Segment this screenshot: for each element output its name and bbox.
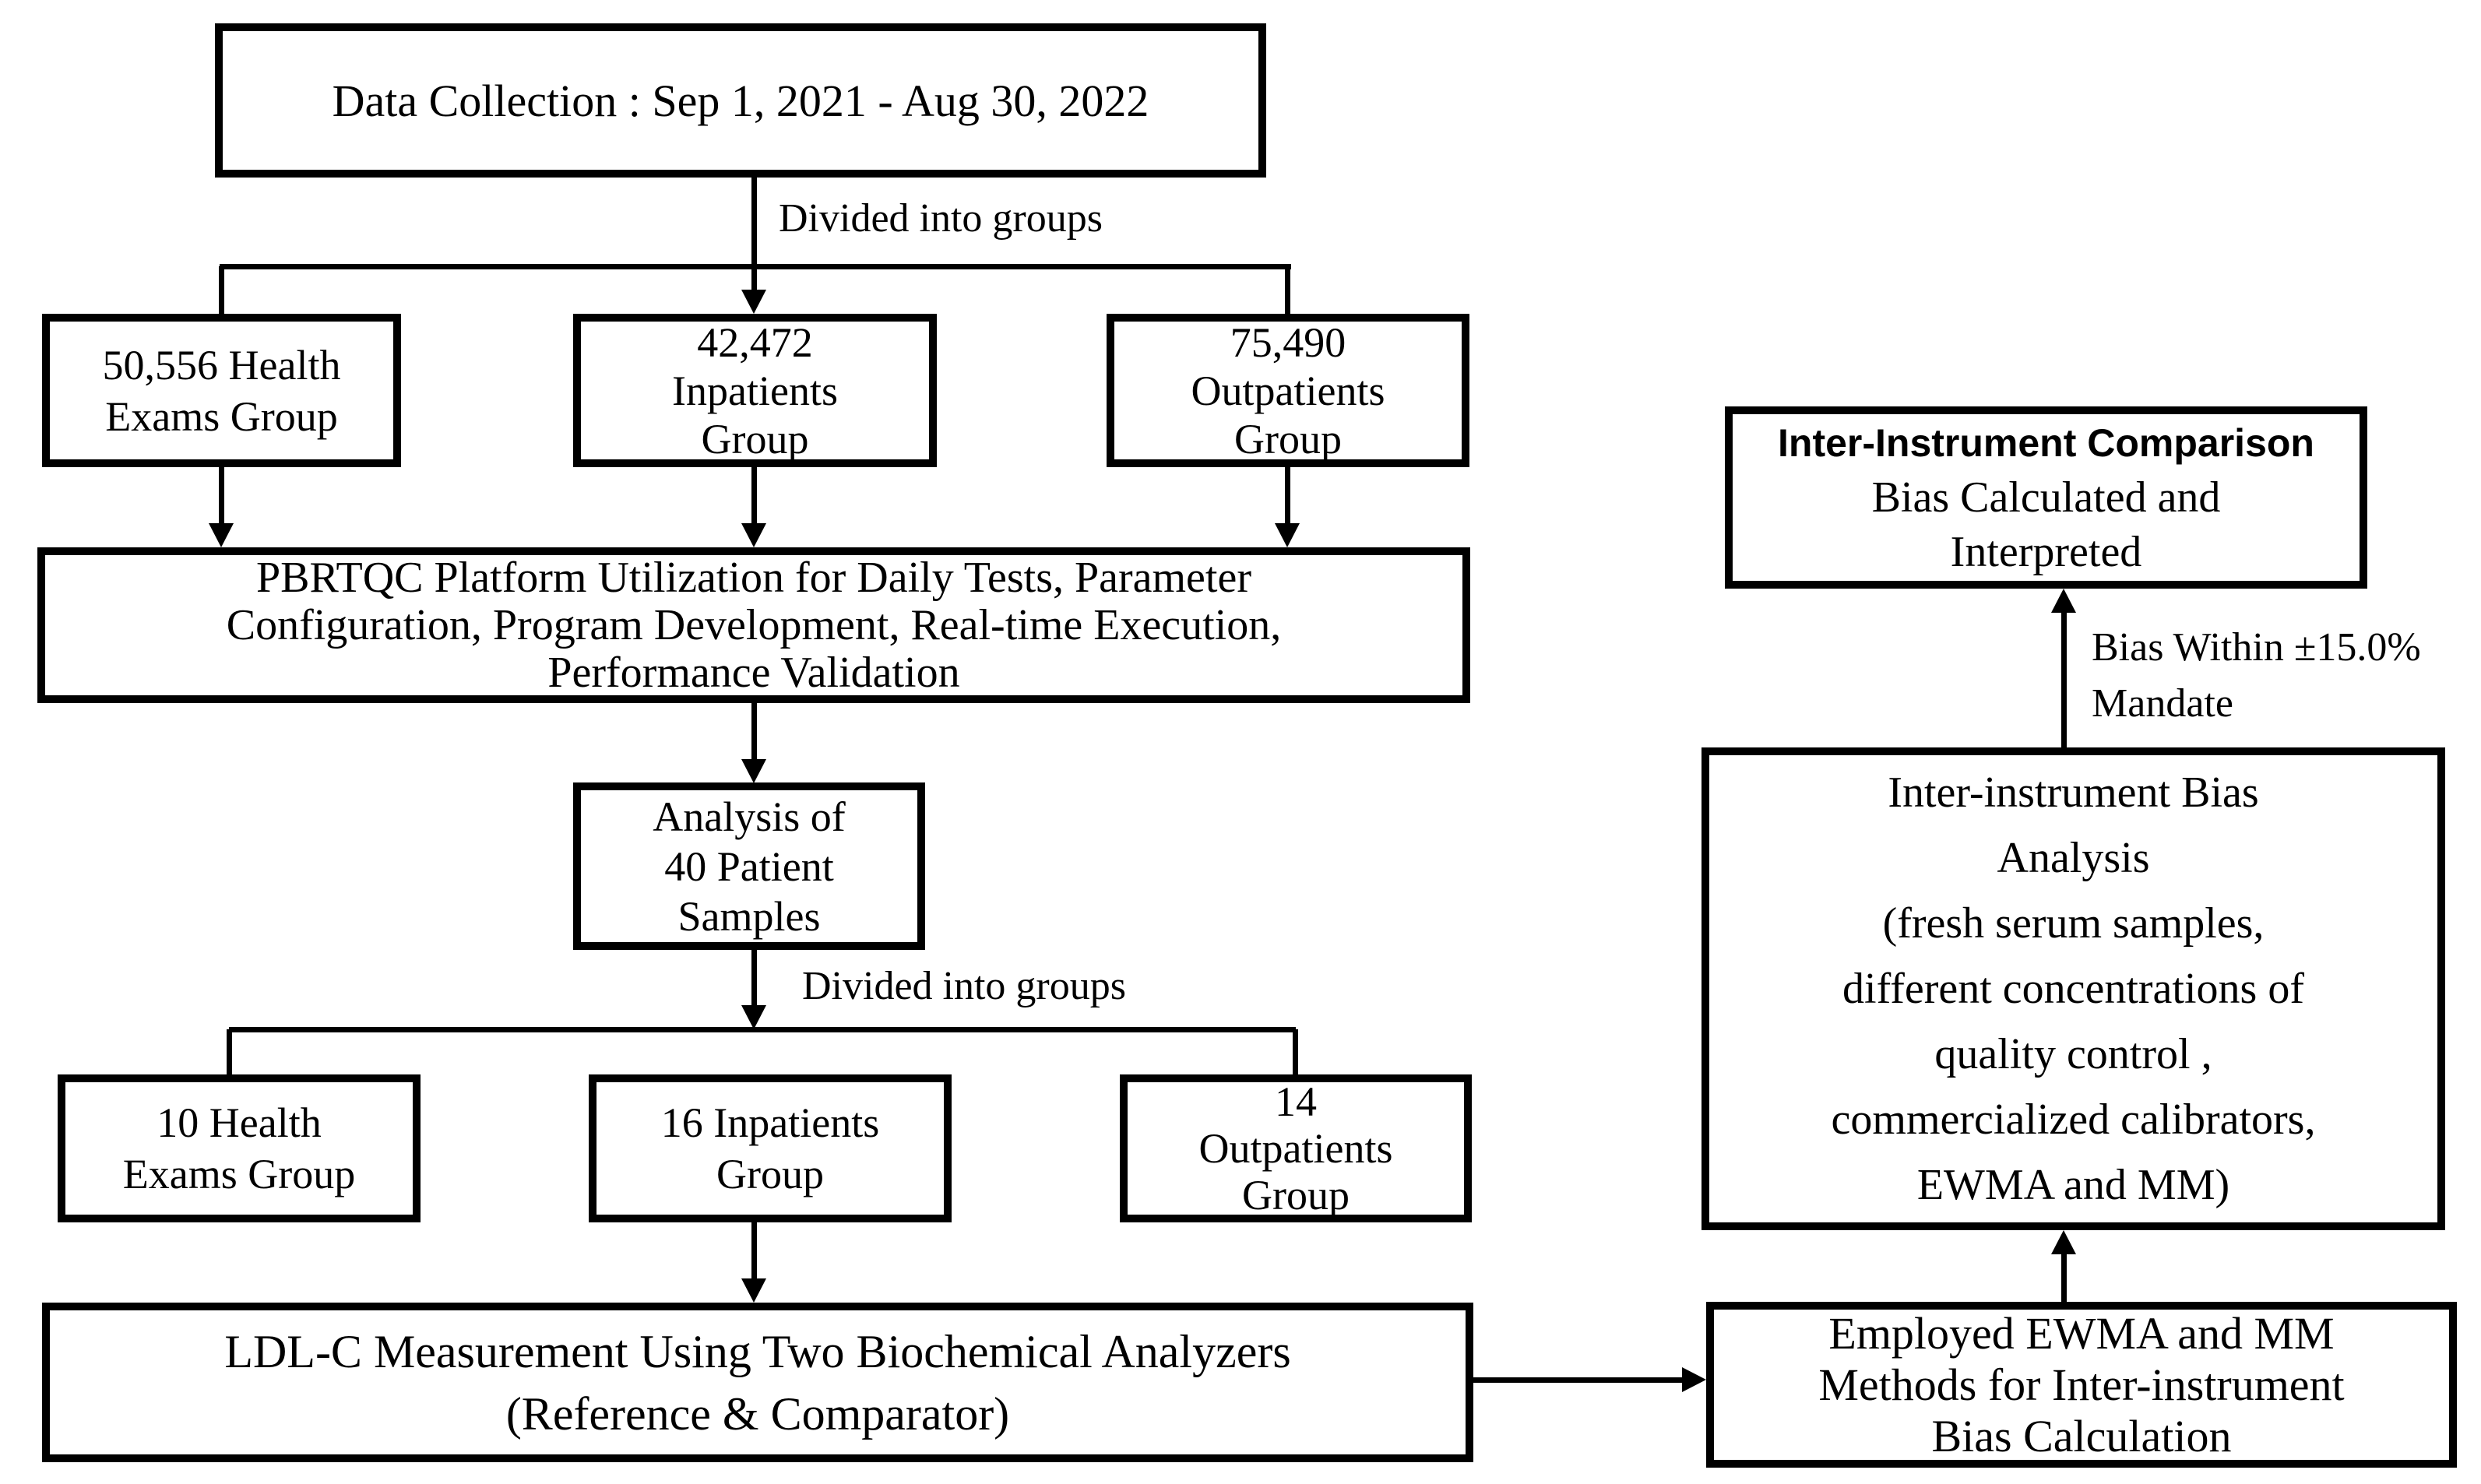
- node-health-exams-10: 10 Health Exams Group: [58, 1074, 421, 1222]
- label-divided-into-groups-1: Divided into groups: [779, 196, 1103, 241]
- arrowhead-down-icon: [741, 290, 766, 314]
- node-line: Analysis: [1997, 834, 2150, 882]
- node-line: Bias Calculated and: [1871, 473, 2221, 522]
- node-data-collection: Data Collection : Sep 1, 2021 - Aug 30, …: [215, 23, 1266, 178]
- connector-pbrtqc-analysis: [751, 703, 757, 760]
- node-outpatients-75490: 75,490 Outpatients Group: [1107, 314, 1469, 467]
- node-line: Samples: [677, 892, 821, 940]
- connector-datacollection-inpatients: [751, 178, 757, 290]
- node-line: (fresh serum samples,: [1882, 899, 2265, 948]
- node-comparison-interpreted: Inter-Instrument Comparison Bias Calcula…: [1725, 406, 2367, 589]
- node-line: Group: [701, 415, 809, 462]
- node-line: 75,490: [1230, 318, 1346, 366]
- node-line: Exams Group: [122, 1151, 356, 1197]
- connector-ldlc-employed: [1473, 1377, 1683, 1383]
- node-line: 50,556 Health: [102, 341, 341, 389]
- arrowhead-down-icon: [209, 523, 234, 547]
- node-line: Group: [1242, 1172, 1350, 1218]
- node-line: Performance Validation: [547, 648, 960, 697]
- node-line: Outpatients: [1198, 1125, 1393, 1172]
- connector-split-line-2: [229, 1027, 1296, 1032]
- node-line: Interpreted: [1950, 528, 2142, 576]
- label-line: Mandate: [2092, 681, 2233, 726]
- node-line: PBRTQC Platform Utilization for Daily Te…: [256, 553, 1251, 602]
- node-line: 40 Patient: [664, 842, 834, 890]
- node-pbrtqc-platform: PBRTQC Platform Utilization for Daily Te…: [37, 547, 1470, 703]
- node-analysis-40-samples: Analysis of 40 Patient Samples: [573, 782, 925, 950]
- node-line: 10 Health: [157, 1099, 322, 1146]
- node-line: (Reference & Comparator): [505, 1387, 1010, 1440]
- arrowhead-down-icon: [741, 759, 766, 783]
- connector-stub-health-exams-large: [219, 266, 224, 314]
- node-line: EWMA and MM): [1916, 1161, 2230, 1209]
- node-line: Employed EWMA and MM: [1828, 1307, 2335, 1359]
- connector-stub-outpatients-large: [1285, 266, 1290, 314]
- node-line: quality control ,: [1934, 1030, 2212, 1078]
- label-bias-within-mandate: Bias Within ±15.0% Mandate: [2092, 620, 2421, 732]
- node-line: 14: [1275, 1078, 1317, 1125]
- node-line: Group: [1234, 415, 1342, 462]
- connector-inpatients16-ldlc: [751, 1222, 757, 1279]
- node-line: Bias Calculation: [1931, 1410, 2232, 1461]
- connector-analysis-split: [751, 950, 757, 1006]
- connector-split-line-1: [220, 264, 1291, 269]
- node-line: 16 Inpatients: [660, 1099, 880, 1146]
- arrowhead-right-icon: [1682, 1367, 1706, 1392]
- node-line: commercialized calibrators,: [1831, 1095, 2316, 1144]
- node-line: Exams Group: [105, 392, 338, 440]
- node-health-exams-50556: 50,556 Health Exams Group: [42, 314, 401, 467]
- connector-employed-biasanalysis: [2061, 1254, 2067, 1302]
- node-line: LDL-C Measurement Using Two Biochemical …: [224, 1325, 1291, 1377]
- label-divided-into-groups-2: Divided into groups: [802, 964, 1126, 1008]
- connector-stub-health-exams-small: [227, 1029, 232, 1074]
- connector-biasanalysis-comparison: [2061, 612, 2067, 747]
- label-line: Bias Within ±15.0%: [2092, 625, 2421, 670]
- node-line: 42,472: [697, 318, 813, 366]
- node-line: Inter-instrument Bias: [1888, 768, 2259, 817]
- node-inpatients-16: 16 Inpatients Group: [589, 1074, 952, 1222]
- connector-inpatients-pbrtqc: [751, 467, 757, 524]
- arrowhead-up-icon: [2051, 589, 2076, 613]
- node-line: Analysis of: [653, 793, 846, 840]
- arrowhead-down-icon: [741, 523, 766, 547]
- connector-outpatients-pbrtqc: [1285, 467, 1290, 524]
- connector-stub-outpatients-small: [1293, 1029, 1298, 1074]
- arrowhead-down-icon: [741, 1278, 766, 1303]
- arrowhead-down-icon: [1275, 523, 1300, 547]
- node-label: Data Collection : Sep 1, 2021 - Aug 30, …: [332, 75, 1149, 126]
- node-line: Outpatients: [1191, 367, 1385, 414]
- node-line: Methods for Inter-instrument: [1818, 1359, 2345, 1410]
- node-line: different concentrations of: [1842, 965, 2304, 1013]
- node-line: Group: [716, 1151, 824, 1197]
- arrowhead-up-icon: [2051, 1230, 2076, 1254]
- node-line: Inpatients: [672, 367, 838, 414]
- node-line: Inter-Instrument Comparison: [1778, 421, 2314, 465]
- arrowhead-down-icon: [741, 1005, 766, 1029]
- node-outpatients-14: 14 Outpatients Group: [1120, 1074, 1472, 1222]
- node-bias-analysis: Inter-instrument Bias Analysis (fresh se…: [1702, 747, 2445, 1230]
- node-ldlc-measurement: LDL-C Measurement Using Two Biochemical …: [42, 1303, 1473, 1462]
- connector-healthexams-pbrtqc: [219, 467, 224, 524]
- node-line: Configuration, Program Development, Real…: [226, 600, 1282, 649]
- node-inpatients-42472: 42,472 Inpatients Group: [573, 314, 937, 467]
- node-employed-ewma-mm: Employed EWMA and MM Methods for Inter-i…: [1706, 1302, 2457, 1468]
